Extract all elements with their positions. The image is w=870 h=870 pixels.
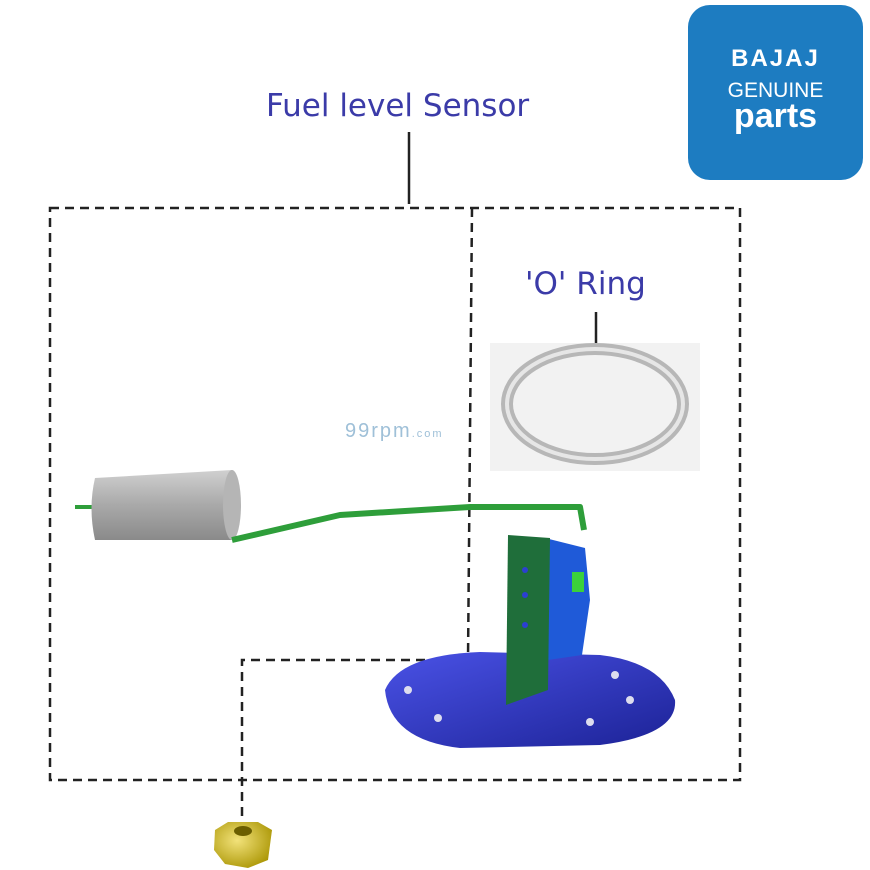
- sensor-housing: [545, 538, 590, 660]
- nut-hole: [234, 826, 252, 836]
- float-rod: [231, 504, 587, 543]
- flange-hole: [404, 686, 412, 694]
- watermark-suffix: .com: [411, 428, 444, 440]
- oring-image-bg: [490, 343, 700, 471]
- nut-part: [214, 822, 272, 868]
- sensor-contact: [572, 572, 584, 592]
- flange-hole: [434, 714, 442, 722]
- internal-leader-vertical: [466, 207, 474, 661]
- fuel-level-sensor-label: Fuel level Sensor: [266, 88, 530, 124]
- sensor-dot: [522, 592, 528, 598]
- sensor-dot: [522, 622, 528, 628]
- watermark-main: 99rpm: [345, 420, 412, 442]
- logo-genuine: GENUINE: [727, 79, 824, 102]
- sensor-group-box: [48, 206, 742, 782]
- bajaj-genuine-parts-logo: BAJAJ GENUINE parts: [688, 5, 863, 180]
- flange-hole: [586, 718, 594, 726]
- sensor-board: [506, 535, 550, 705]
- nut-leader-line: [240, 658, 470, 822]
- o-ring-label: 'O' Ring: [525, 266, 646, 302]
- sensor-flange: [385, 652, 676, 748]
- logo-brand: BAJAJ: [731, 45, 820, 72]
- watermark: 99rpm.com: [345, 420, 444, 443]
- flange-hole: [626, 696, 634, 704]
- float-cylinder: [91, 470, 237, 540]
- oring-part-highlight: [505, 347, 685, 461]
- float-cylinder-end: [223, 470, 241, 540]
- logo-parts: parts: [733, 97, 818, 135]
- sensor-dot: [522, 567, 528, 573]
- flange-hole: [611, 671, 619, 679]
